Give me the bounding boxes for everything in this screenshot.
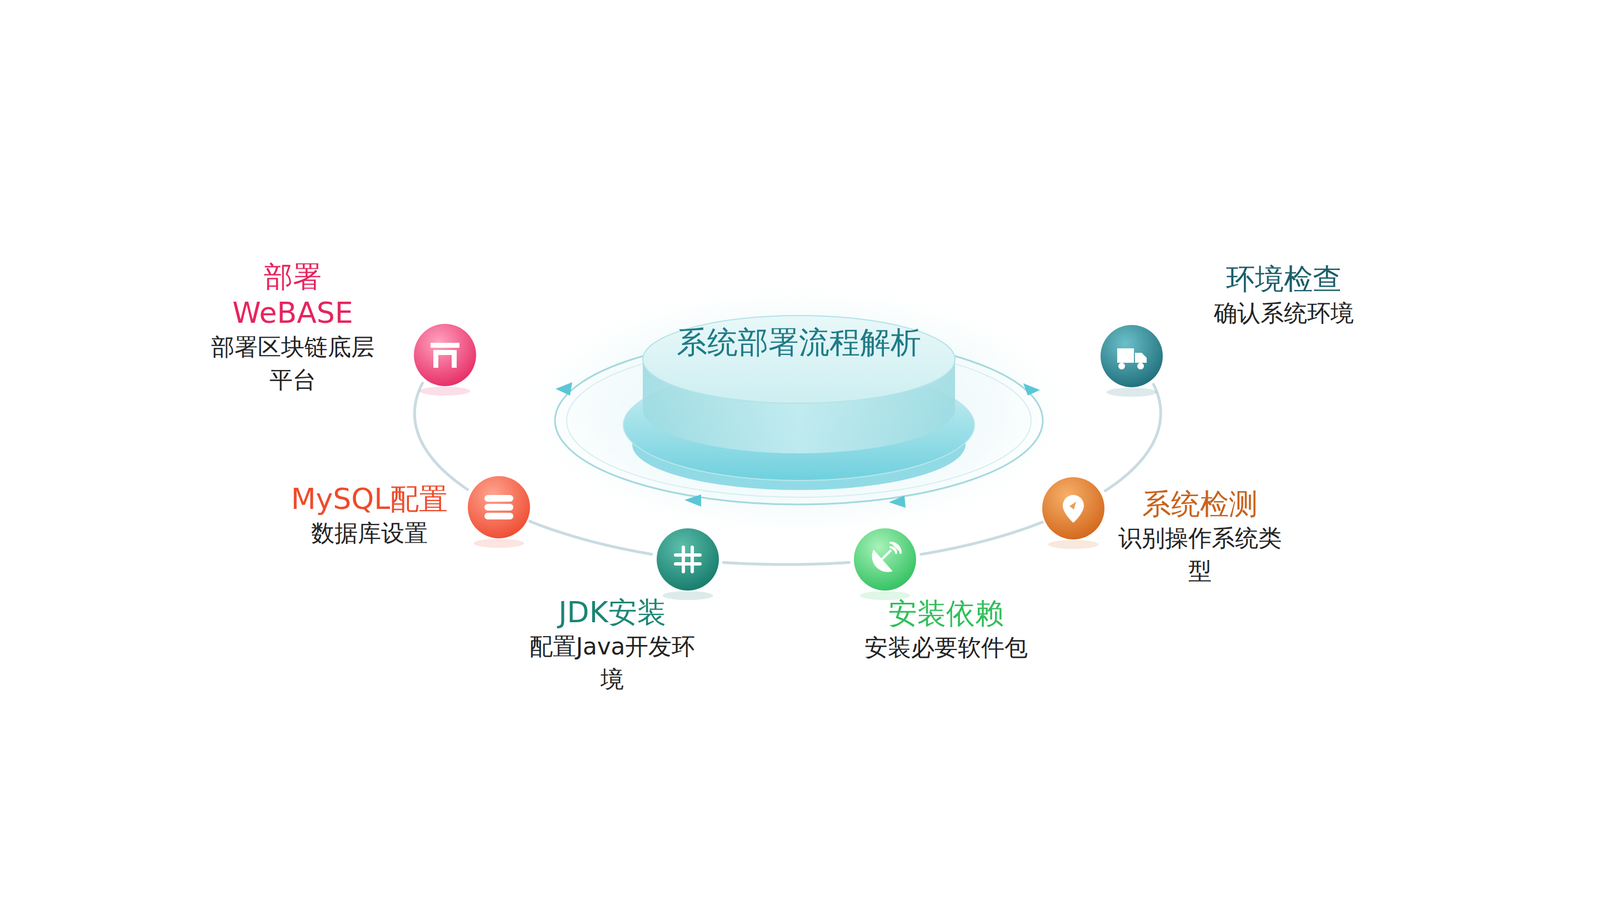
ring-connector [530,521,652,554]
step-description: 部署区块链底层平台 [206,331,379,397]
step-circle [656,527,720,592]
step-icon [1117,348,1147,370]
step-circle [1041,476,1105,540]
step-node: 部署 WeBASE部署区块链底层平台 [413,323,477,387]
step-description: 配置Java开发环境 [523,630,702,697]
step-icon [430,342,460,368]
step-description: 安装必要软件包 [835,631,1058,665]
step-circle [853,527,917,592]
step-circle-fill [413,323,477,387]
circle-shadow [662,591,713,600]
circle-shadow [1106,387,1157,397]
step-icon [1062,495,1084,523]
step-heading: MySQL配置 [275,481,464,518]
step-description: 识别操作系统类型 [1113,522,1287,588]
step-text: 部署 WeBASE部署区块链底层平台 [206,258,379,397]
step-heading: 环境检查 [1167,261,1401,298]
ring-connector [414,383,468,490]
diagram-title: 系统部署流程解析 [676,322,922,364]
step-icon [675,547,700,572]
step-circle-fill [1100,325,1163,388]
step-icon [873,542,901,572]
step-node: JDK安装配置Java开发环境 [656,527,720,592]
step-node: 安装依赖安装必要软件包 [853,527,917,592]
step-text: MySQL配置数据库设置 [275,481,464,550]
ring-arrow [684,494,702,507]
step-circle [467,475,531,539]
step-description: 确认系统环境 [1167,297,1401,330]
step-circle-fill [853,528,917,591]
step-text: 系统检测识别操作系统类型 [1113,486,1287,588]
step-text: 安装依赖安装必要软件包 [835,595,1058,665]
step-circle-fill [467,476,530,539]
circle-shadow [473,538,524,548]
step-text: 环境检查确认系统环境 [1167,261,1401,330]
halo [510,277,1088,545]
step-node: 系统检测识别操作系统类型 [1041,476,1105,540]
ring-connector [723,562,849,565]
step-node: 环境检查确认系统环境 [1100,324,1164,388]
ring-arrow [1023,383,1040,396]
ring-connector [921,522,1043,555]
step-circle [413,323,477,387]
step-heading: 安装依赖 [835,595,1058,632]
step-description: 数据库设置 [275,517,464,550]
circle-shadow [419,386,470,396]
step-circle-fill [656,528,719,591]
cylinder-top [642,315,955,404]
step-text: JDK安装配置Java开发环境 [523,594,702,697]
ring-connector [1105,384,1161,492]
ring-arrow [888,495,906,508]
step-icon [484,495,514,520]
circle-shadow [1047,540,1099,549]
step-heading: 系统检测 [1113,486,1287,523]
step-circle [1100,324,1164,388]
step-node: MySQL配置数据库设置 [467,475,531,539]
step-heading: 部署 WeBASE [206,258,379,332]
step-circle-fill [1042,477,1105,540]
step-heading: JDK安装 [523,594,702,631]
ring-arrow [555,382,573,396]
